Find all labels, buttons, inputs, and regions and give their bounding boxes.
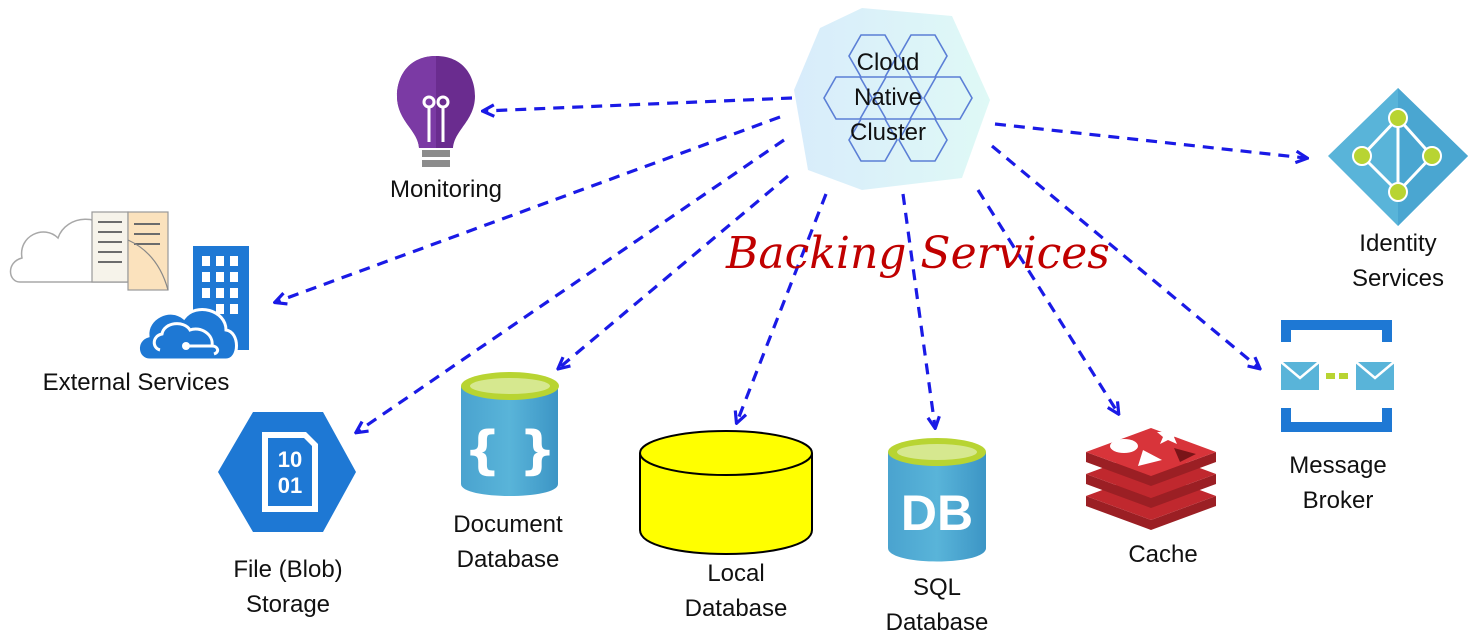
connector-arrows [276, 96, 1306, 432]
document-label-line: Document [453, 511, 563, 538]
cache-label-line: Cache [1128, 541, 1198, 568]
svg-text:{ }: { } [464, 421, 556, 481]
sql-icon-text: DB [901, 485, 973, 541]
local-label-line: Local [707, 560, 765, 587]
identity-label-line: Identity [1359, 230, 1437, 257]
blob-storage-label: File (Blob) Storage [188, 552, 388, 622]
sql-label-line: SQL [912, 574, 962, 601]
external-label-line: External Services [42, 369, 230, 396]
broker-label-line: Message [1289, 452, 1387, 479]
hub-label: Cloud Native Cluster [828, 45, 948, 150]
monitoring-label-line: Monitoring [389, 176, 503, 203]
identity-label-line: Services [1351, 265, 1445, 292]
sql-db-icon: DB [888, 438, 986, 562]
hub-label-line: Cloud [856, 49, 920, 76]
arrow-to-document [559, 174, 790, 368]
identity-services-label: Identity Services [1298, 226, 1470, 296]
diagram-title: Backing Services [726, 228, 1110, 279]
active-directory-icon [1328, 88, 1468, 226]
arrow-to-identity [994, 122, 1306, 158]
redis-stack-icon [1086, 425, 1216, 530]
external-services-label: External Services [0, 365, 272, 400]
hub-label-line: Native [853, 84, 923, 111]
blob-icon-text-bottom: 01 [278, 473, 302, 498]
arrow-to-local [737, 193, 828, 422]
local-database-label: Local Database [636, 556, 836, 626]
arrow-to-sql [901, 193, 935, 427]
arrow-to-monitoring [484, 96, 793, 111]
arrow-to-blob [357, 138, 785, 432]
local-label-line: Database [684, 595, 788, 622]
hub-label-line: Cluster [849, 119, 927, 146]
arrow-to-external [276, 115, 781, 302]
blob-icon-text-top: 10 [278, 447, 302, 472]
sql-label-line: Database [885, 609, 989, 636]
message-broker-label: Message Broker [1238, 448, 1438, 518]
blob-file-icon: 10 01 [218, 412, 356, 532]
cosmos-db-icon: { } [461, 372, 559, 496]
broker-label-line: Broker [1302, 487, 1374, 514]
blob-label-line: File (Blob) [233, 556, 343, 583]
document-label-line: Database [456, 546, 560, 573]
cache-label: Cache [1063, 537, 1263, 572]
cylinder-db-icon [639, 430, 813, 555]
blob-label-line: Storage [245, 591, 331, 618]
service-bus-icon [1280, 320, 1395, 432]
sql-database-label: SQL Database [837, 570, 1037, 640]
arrow-to-cache [976, 189, 1118, 413]
document-database-label: Document Database [408, 507, 608, 577]
monitoring-label: Monitoring [346, 172, 546, 207]
hub-cluster-icon [794, 8, 990, 190]
arrow-to-broker [990, 144, 1259, 368]
lightbulb-icon [397, 56, 475, 167]
cloud-building-icon [9, 211, 249, 362]
